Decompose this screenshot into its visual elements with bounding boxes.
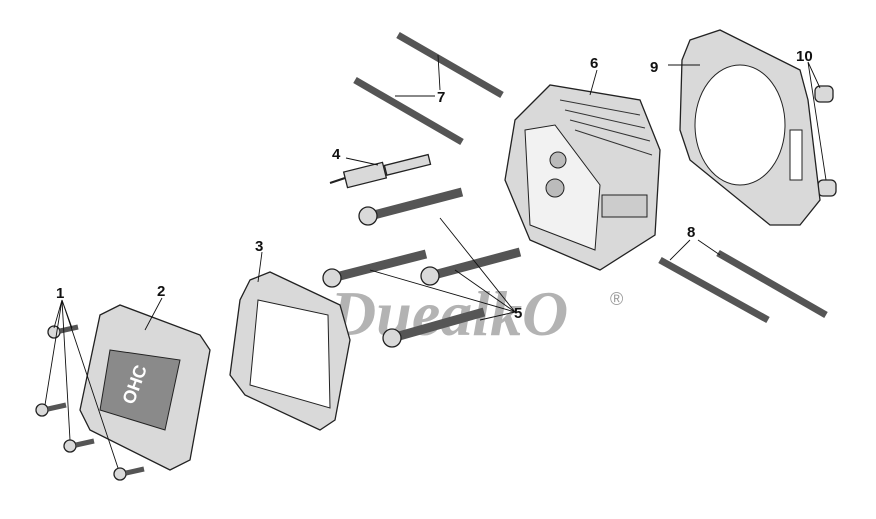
callout-9: 9 <box>650 59 658 76</box>
callout-4: 4 <box>332 146 341 163</box>
studs-upper[interactable] <box>353 31 504 146</box>
callout-8: 8 <box>687 224 695 241</box>
valve-cover[interactable]: OHC <box>79 304 211 471</box>
watermark-text: DuealkO <box>329 278 568 349</box>
dowel-pins[interactable] <box>814 85 837 197</box>
studs-lower[interactable] <box>658 249 828 324</box>
callout-7: 7 <box>437 89 445 106</box>
callout-1: 1 <box>56 285 64 302</box>
head-gasket[interactable] <box>679 29 821 226</box>
watermark-registered: ® <box>610 289 623 309</box>
head-bolts[interactable] <box>322 187 522 348</box>
valve-cover-gasket[interactable] <box>229 271 351 431</box>
spark-plug[interactable] <box>329 153 432 189</box>
callout-5: 5 <box>514 305 522 322</box>
callout-6: 6 <box>590 55 598 72</box>
callout-3: 3 <box>255 238 263 255</box>
callout-10: 10 <box>796 48 813 65</box>
leader-lines <box>44 54 827 469</box>
cylinder-head[interactable] <box>504 84 661 271</box>
callout-2: 2 <box>157 283 165 300</box>
valve-cover-bolts[interactable] <box>35 324 145 481</box>
